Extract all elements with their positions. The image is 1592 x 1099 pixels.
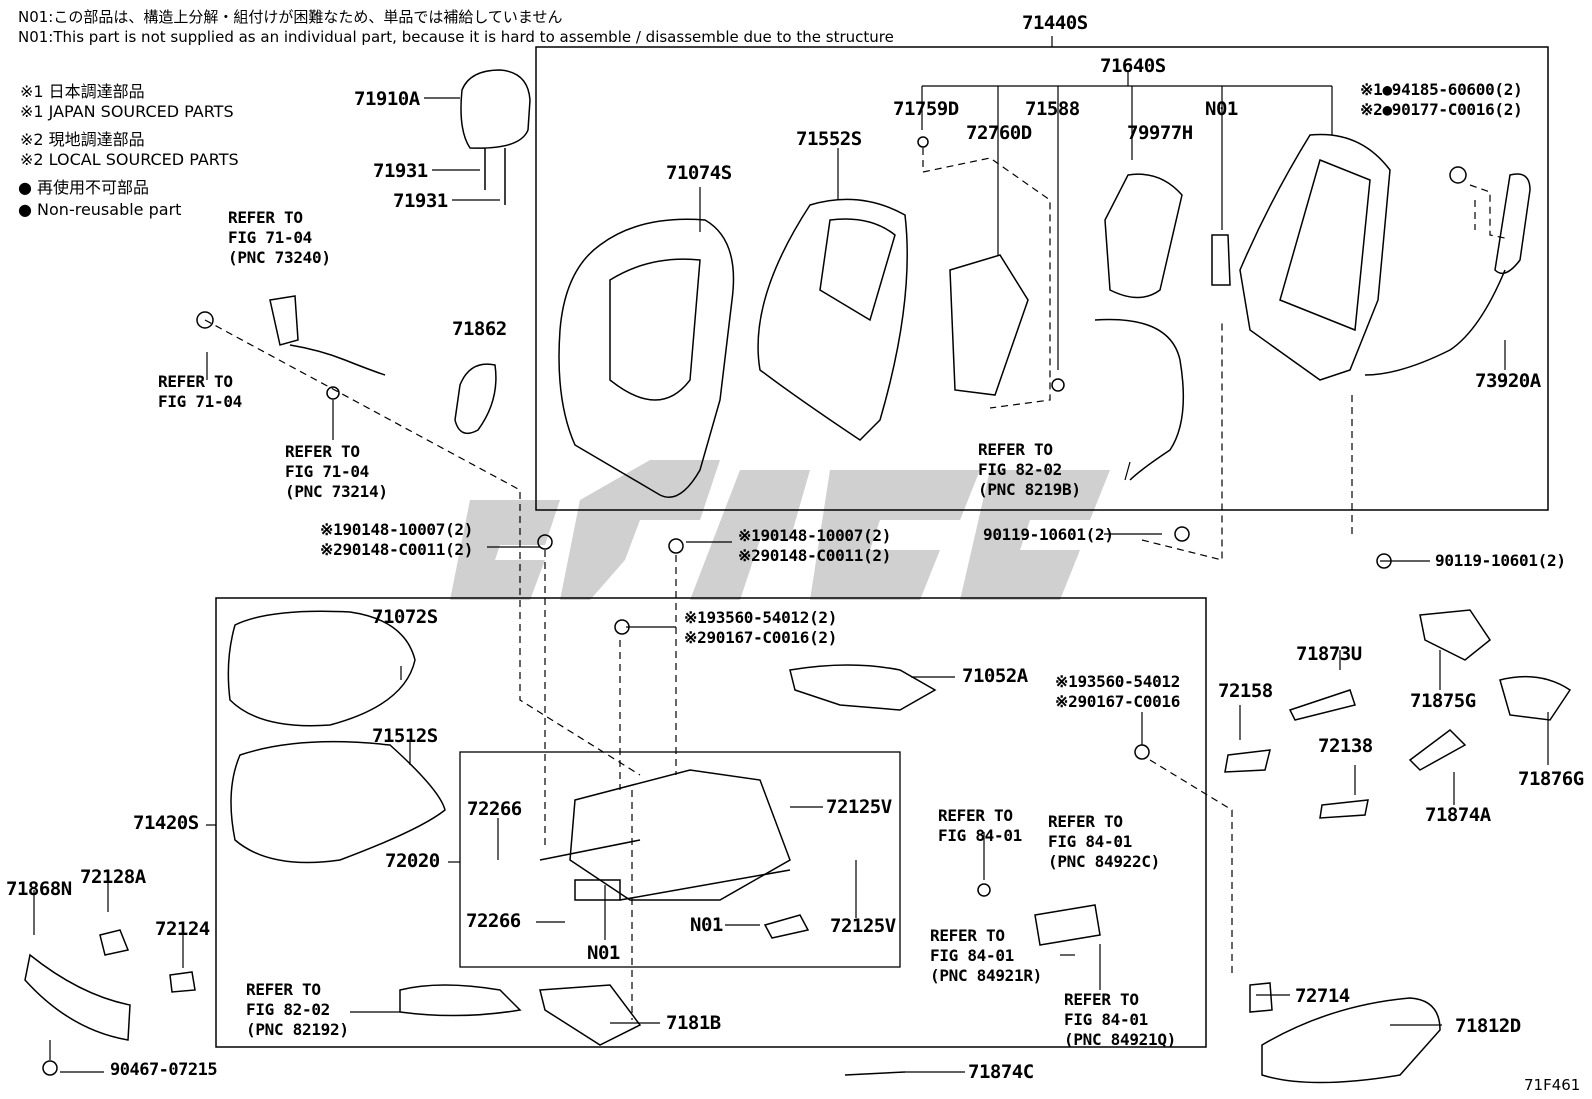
watermark-logo xyxy=(450,460,1110,600)
part-72128A[interactable]: 72128A xyxy=(80,866,146,888)
refer-fig-71-04-pnc-73240[interactable]: REFER TO FIG 71-04 (PNC 73240) xyxy=(228,208,331,267)
side-airbag-shape xyxy=(1494,173,1531,275)
headrest-shape xyxy=(460,69,531,149)
refer-fig-82-02-pnc-82192[interactable]: REFER TO FIG 82-02 (PNC 82192) xyxy=(246,980,349,1039)
lower-assembly-box xyxy=(215,597,1207,1048)
legend-japan-sourced: ※1 JAPAN SOURCED PARTS xyxy=(20,102,234,121)
part-N01-upper[interactable]: N01 xyxy=(1205,98,1238,120)
seat-frame-shape xyxy=(569,769,791,901)
part-71640S[interactable]: 71640S xyxy=(1100,55,1166,77)
part-7181B[interactable]: 7181B xyxy=(666,1012,721,1034)
part-72266-upper[interactable]: 72266 xyxy=(467,798,522,820)
side-shield-shape xyxy=(1261,997,1441,1084)
seatback-pad-shape xyxy=(757,198,908,441)
part-71074S[interactable]: 71074S xyxy=(666,162,732,184)
part-71876G[interactable]: 71876G xyxy=(1518,768,1584,790)
upper-assembly-box xyxy=(535,46,1549,511)
part-72125V-lower[interactable]: 72125V xyxy=(830,915,896,937)
part-90148-C0011-left[interactable]: ※290148-C0011(2) xyxy=(320,540,474,559)
part-72158[interactable]: 72158 xyxy=(1218,680,1273,702)
part-79977H[interactable]: 79977H xyxy=(1127,122,1193,144)
part-71931-lower[interactable]: 71931 xyxy=(393,190,448,212)
part-90119-upper-left[interactable]: 90119-10601(2) xyxy=(983,525,1114,544)
part-90167-C0016-center[interactable]: ※290167-C0016(2) xyxy=(684,628,838,647)
trim-cover-shape xyxy=(454,363,497,435)
seatback-cover-shape xyxy=(558,218,735,498)
part-72125V-upper[interactable]: 72125V xyxy=(826,796,892,818)
legend-local-sourced-jp: ※2 現地調達部品 xyxy=(20,130,145,149)
part-71072S[interactable]: 71072S xyxy=(372,606,438,628)
refer-fig-71-04-pnc-73214[interactable]: REFER TO FIG 71-04 (PNC 73214) xyxy=(285,442,388,501)
part-90148-10007-right[interactable]: ※190148-10007(2) xyxy=(738,526,892,545)
side-cover-shape xyxy=(24,953,131,1041)
part-72760D[interactable]: 72760D xyxy=(966,122,1032,144)
legend-non-reusable: ● Non-reusable part xyxy=(18,200,182,219)
part-N01-motor[interactable]: N01 xyxy=(587,942,620,964)
part-71759D[interactable]: 71759D xyxy=(893,98,959,120)
part-71052A[interactable]: 71052A xyxy=(962,665,1028,687)
part-72124[interactable]: 72124 xyxy=(155,918,210,940)
refer-fig-84-01-pnc-84921Q[interactable]: REFER TO FIG 84-01 (PNC 84921Q) xyxy=(1064,990,1176,1049)
refer-fig-84-01[interactable]: REFER TO FIG 84-01 xyxy=(938,806,1022,845)
part-90119-upper-right[interactable]: 90119-10601(2) xyxy=(1435,551,1566,570)
cushion-cover-shape xyxy=(227,610,416,727)
part-71873U[interactable]: 71873U xyxy=(1296,643,1362,665)
part-72138[interactable]: 72138 xyxy=(1318,735,1373,757)
seatback-frame-shape xyxy=(1239,133,1391,381)
part-72714[interactable]: 72714 xyxy=(1295,985,1350,1007)
part-71588[interactable]: 71588 xyxy=(1025,98,1080,120)
refer-fig-71-04[interactable]: REFER TO FIG 71-04 xyxy=(158,372,242,411)
part-sketches xyxy=(24,69,1572,1084)
refer-fig-82-02-pnc-8219B[interactable]: REFER TO FIG 82-02 (PNC 8219B) xyxy=(978,440,1081,499)
part-71868N[interactable]: 71868N xyxy=(6,878,72,900)
note-n01-japanese: N01:この部品は、構造上分解・組付けが困難なため、単品では補給していません xyxy=(18,8,563,26)
part-73920A[interactable]: 73920A xyxy=(1475,370,1541,392)
part-71512S[interactable]: 71512S xyxy=(372,725,438,747)
part-bolt-94185[interactable]: ※1●94185-60600(2) xyxy=(1360,80,1523,99)
figure-id: 71F461 xyxy=(1524,1076,1581,1094)
part-90167-C0016-right[interactable]: ※290167-C0016 xyxy=(1055,692,1181,711)
part-72266-lower[interactable]: 72266 xyxy=(466,910,521,932)
part-90148-C0011-right[interactable]: ※290148-C0011(2) xyxy=(738,546,892,565)
part-71874A[interactable]: 71874A xyxy=(1425,804,1491,826)
part-72020[interactable]: 72020 xyxy=(385,850,440,872)
refer-fig-84-01-pnc-84922C[interactable]: REFER TO FIG 84-01 (PNC 84922C) xyxy=(1048,812,1160,871)
part-N01-switch[interactable]: N01 xyxy=(690,914,723,936)
note-n01-english: N01:This part is not supplied as an indi… xyxy=(18,28,894,46)
part-71875G[interactable]: 71875G xyxy=(1410,690,1476,712)
legend-non-reusable-jp: ● 再使用不可部品 xyxy=(18,178,150,197)
part-71440S[interactable]: 71440S xyxy=(1022,12,1088,34)
part-90148-10007-left[interactable]: ※190148-10007(2) xyxy=(320,520,474,539)
lumbar-pad-shape xyxy=(1104,173,1183,299)
heater-mat-shape xyxy=(949,254,1029,396)
part-71862[interactable]: 71862 xyxy=(452,318,507,340)
legend-local-sourced: ※2 LOCAL SOURCED PARTS xyxy=(20,150,239,169)
part-93560-54012-center[interactable]: ※193560-54012(2) xyxy=(684,608,838,627)
part-71552S[interactable]: 71552S xyxy=(796,128,862,150)
refer-fig-84-01-pnc-84921R[interactable]: REFER TO FIG 84-01 (PNC 84921R) xyxy=(930,926,1042,985)
part-71931-upper[interactable]: 71931 xyxy=(373,160,428,182)
cushion-pad-shape xyxy=(230,740,446,864)
part-71910A[interactable]: 71910A xyxy=(354,88,420,110)
part-bolt-90177[interactable]: ※2●90177-C0016(2) xyxy=(1360,100,1523,119)
frame-assembly-box xyxy=(459,751,901,968)
part-71812D[interactable]: 71812D xyxy=(1455,1015,1521,1037)
part-71420S[interactable]: 71420S xyxy=(133,812,199,834)
legend-japan-sourced-jp: ※1 日本調達部品 xyxy=(20,82,145,101)
part-90467-07215[interactable]: 90467-07215 xyxy=(110,1060,218,1080)
part-93560-54012-right[interactable]: ※193560-54012 xyxy=(1055,672,1181,691)
part-71874C[interactable]: 71874C xyxy=(968,1061,1034,1083)
